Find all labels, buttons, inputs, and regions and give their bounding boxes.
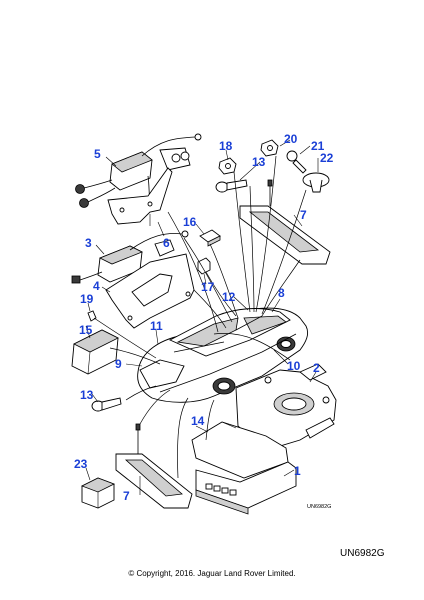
reference-code-small: UN6982G <box>307 504 331 510</box>
callout-7-upper[interactable]: 7 <box>300 208 307 222</box>
callout-5[interactable]: 5 <box>94 147 101 161</box>
callout-leaders <box>85 139 319 495</box>
callout-22[interactable]: 22 <box>320 151 334 165</box>
callout-20[interactable]: 20 <box>284 132 298 146</box>
part-13-screw-lower[interactable] <box>91 397 122 412</box>
callout-12[interactable]: 12 <box>222 290 236 304</box>
callout-23[interactable]: 23 <box>74 457 88 471</box>
callout-18[interactable]: 18 <box>219 139 233 153</box>
callout-7-lower[interactable]: 7 <box>123 489 130 503</box>
callout-13-lower[interactable]: 13 <box>80 388 94 402</box>
part-19-clip[interactable] <box>87 310 97 322</box>
part-4-bracket[interactable] <box>105 253 195 329</box>
part-18-nut[interactable] <box>218 157 237 175</box>
callout-2[interactable]: 2 <box>313 361 320 375</box>
callout-13-upper[interactable]: 13 <box>252 155 266 169</box>
callout-4[interactable]: 4 <box>93 279 100 293</box>
part-15-control-unit[interactable] <box>71 329 119 375</box>
part-23-block[interactable] <box>81 477 115 509</box>
part-16-sensor[interactable] <box>199 229 221 247</box>
part-13-screw-upper[interactable] <box>215 179 248 193</box>
copyright-notice: © Copyright, 2016. Jaguar Land Rover Lim… <box>128 569 295 578</box>
part-6-bracket[interactable] <box>107 167 173 226</box>
callout-16[interactable]: 16 <box>183 215 197 229</box>
part-7-antenna-upper[interactable] <box>239 179 331 265</box>
part-7-antenna-lower[interactable] <box>115 423 193 509</box>
part-21-screw[interactable] <box>286 150 307 174</box>
callout-19[interactable]: 19 <box>80 292 94 306</box>
vehicle-body[interactable] <box>137 307 309 403</box>
callout-3[interactable]: 3 <box>85 236 92 250</box>
callout-1[interactable]: 1 <box>294 464 301 478</box>
part-2-wheel-well[interactable] <box>235 363 337 447</box>
callout-10[interactable]: 10 <box>287 359 301 373</box>
part-22-grommet[interactable] <box>302 172 330 193</box>
callout-17[interactable]: 17 <box>201 280 215 294</box>
part-14-cover[interactable] <box>191 421 289 479</box>
callout-numbers: 5 6 3 4 7 7 9 10 11 12 8 13 13 14 15 16 … <box>74 132 334 503</box>
part-3-module[interactable] <box>71 230 189 284</box>
part-1-control-module[interactable] <box>195 461 297 515</box>
part-5-sounder-assembly[interactable] <box>75 133 202 208</box>
callout-6[interactable]: 6 <box>163 236 170 250</box>
location-lines <box>93 155 307 479</box>
callout-21[interactable]: 21 <box>311 139 325 153</box>
part-17-block[interactable] <box>197 257 211 275</box>
part-20-nut[interactable] <box>260 139 279 157</box>
callout-8[interactable]: 8 <box>278 286 285 300</box>
callout-9[interactable]: 9 <box>115 357 122 371</box>
reference-code: UN6982G <box>340 548 385 559</box>
callout-14[interactable]: 14 <box>191 414 205 428</box>
callout-15[interactable]: 15 <box>79 323 93 337</box>
callout-11[interactable]: 11 <box>150 319 163 333</box>
